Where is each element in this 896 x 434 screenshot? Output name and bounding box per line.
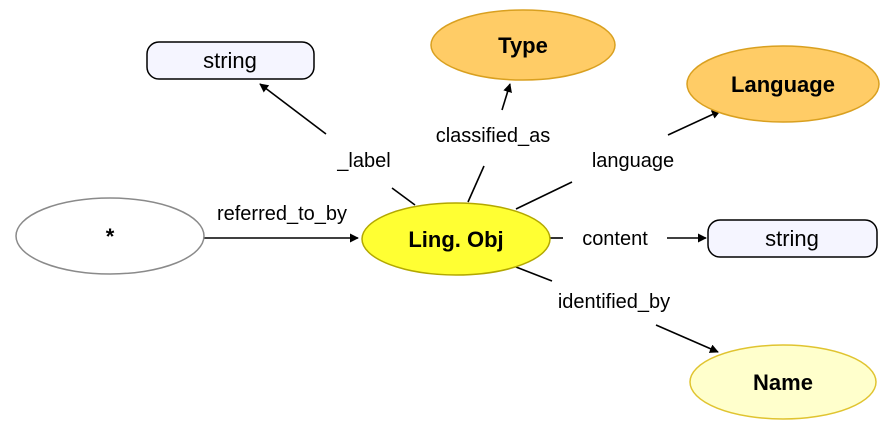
node-type-shape xyxy=(430,9,616,81)
node-star[interactable]: * xyxy=(15,197,205,275)
edge-line-identified-by-lower xyxy=(655,324,719,353)
edge-line-label-lower xyxy=(391,187,416,206)
node-content-string[interactable]: string xyxy=(707,219,878,258)
edge-line-language-lower xyxy=(515,181,573,210)
edge-label-label: _label xyxy=(336,150,390,172)
edge-referred-to-by: referred_to_by xyxy=(204,203,359,243)
node-name-shape xyxy=(689,344,877,420)
node-language-label: Language xyxy=(731,72,835,97)
node-language[interactable]: Language xyxy=(686,45,880,123)
edge-line-classified-as-lower xyxy=(467,165,485,203)
node-content-string-shape xyxy=(707,219,878,258)
edge-label-classified-as: classified_as xyxy=(436,125,551,147)
node-label-string[interactable]: string xyxy=(146,41,315,80)
edge-classified-as: classified_as xyxy=(436,83,551,203)
node-label-string-shape xyxy=(146,41,315,80)
node-content-string-label: string xyxy=(765,226,819,251)
node-ling-obj[interactable]: Ling. Obj xyxy=(361,202,551,276)
edge-label-content: content xyxy=(582,228,648,250)
node-type-label: Type xyxy=(498,33,548,58)
node-name[interactable]: Name xyxy=(689,344,877,420)
node-star-shape xyxy=(15,197,205,275)
node-language-shape xyxy=(686,45,880,123)
node-label-string-label: string xyxy=(203,48,257,73)
node-ling-obj-label: Ling. Obj xyxy=(408,227,503,252)
edge-language: language xyxy=(515,110,721,210)
edge-line-identified-by-upper xyxy=(515,266,553,282)
edge-line-label-upper xyxy=(259,83,327,135)
edge-line-language-upper xyxy=(667,110,721,136)
edge-label-language: language xyxy=(592,150,674,172)
edge-label: _label xyxy=(259,83,416,206)
node-ling-obj-shape xyxy=(361,202,551,276)
edge-label-identified-by: identified_by xyxy=(558,291,670,313)
edge-label-referred-to-by: referred_to_by xyxy=(217,203,347,225)
node-type[interactable]: Type xyxy=(430,9,616,81)
node-name-label: Name xyxy=(753,370,813,395)
edge-line-classified-as-upper xyxy=(501,83,512,111)
edge-identified-by: identified_by xyxy=(515,266,719,353)
node-star-label: * xyxy=(106,224,115,249)
edge-content: content xyxy=(550,228,707,250)
